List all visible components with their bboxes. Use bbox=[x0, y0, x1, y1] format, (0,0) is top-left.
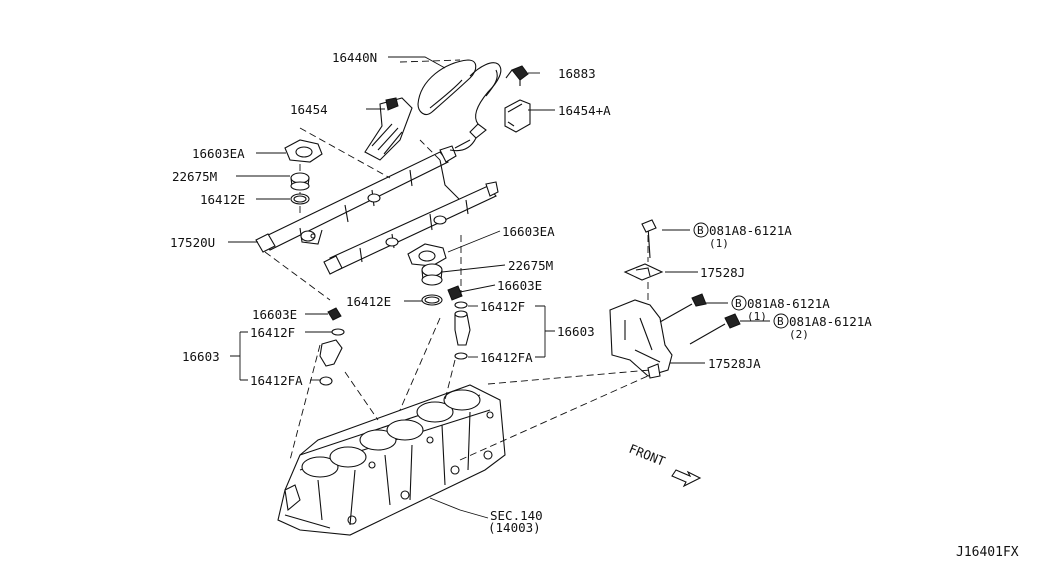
label-sec-ref: SEC.140 bbox=[490, 508, 543, 523]
label-16454: 16454 bbox=[290, 102, 328, 117]
bracket-17528ja bbox=[609, 299, 673, 379]
bolt-code-2: 081A8-6121A bbox=[747, 296, 830, 311]
seal-top bbox=[290, 193, 310, 205]
bracket-17528j bbox=[623, 219, 664, 281]
label-16454a: 16454+A bbox=[558, 103, 611, 118]
spacer-mid bbox=[421, 263, 443, 286]
bolt-marker-1: B bbox=[697, 224, 704, 237]
front-arrow bbox=[671, 469, 702, 488]
insulator-top bbox=[284, 139, 323, 163]
label-17528j: 17528J bbox=[700, 265, 745, 280]
hose-clip bbox=[505, 65, 529, 86]
assembly-lines bbox=[264, 59, 651, 461]
label-16883: 16883 bbox=[558, 66, 596, 81]
bolt-callout-2: B 081A8-6121A (1) bbox=[731, 295, 830, 323]
leader-lines bbox=[228, 56, 770, 519]
label-16412f-right: 16412F bbox=[480, 299, 525, 314]
clip-right bbox=[447, 285, 463, 301]
label-16412f-left: 16412F bbox=[250, 325, 295, 340]
bolt-mid bbox=[659, 293, 707, 323]
bolt-callout-3: B 081A8-6121A (2) bbox=[773, 313, 872, 341]
fuel-rail-rear bbox=[323, 181, 499, 275]
diagram-code: J16401FX bbox=[956, 545, 1019, 560]
bolt-marker-3: B bbox=[777, 315, 784, 328]
bolt-code-3: 081A8-6121A bbox=[789, 314, 872, 329]
label-16440n: 16440N bbox=[332, 50, 377, 65]
label-22675m-mid: 22675M bbox=[508, 258, 553, 273]
label-22675m-top: 22675M bbox=[172, 169, 217, 184]
spacer-top bbox=[290, 172, 310, 191]
label-16603ea-mid: 16603EA bbox=[502, 224, 555, 239]
label-16603e-left: 16603E bbox=[252, 307, 297, 322]
bolt-qty-1: (1) bbox=[709, 237, 729, 250]
seal-mid bbox=[421, 294, 443, 306]
label-16603ea-top: 16603EA bbox=[192, 146, 245, 161]
injector-right bbox=[454, 301, 471, 360]
hose-protector bbox=[504, 99, 531, 133]
intake-manifold bbox=[277, 384, 506, 536]
label-16603e-right: 16603E bbox=[497, 278, 542, 293]
fuel-damper bbox=[364, 97, 413, 161]
bolt-qty-3: (2) bbox=[789, 328, 809, 341]
label-front: FRONT bbox=[627, 441, 668, 469]
bolt-marker-2: B bbox=[735, 297, 742, 310]
label-16412e-mid: 16412E bbox=[346, 294, 391, 309]
bolt-qty-2: (1) bbox=[747, 310, 767, 323]
label-16603-left: 16603 bbox=[182, 349, 220, 364]
insulator-mid bbox=[407, 243, 447, 267]
label-16603-right: 16603 bbox=[557, 324, 595, 339]
injector-left bbox=[319, 307, 345, 386]
bolt-lower bbox=[689, 313, 741, 345]
label-sec-num: (14003) bbox=[488, 520, 541, 535]
label-16412fa-right: 16412FA bbox=[480, 350, 533, 365]
bolt-callout-1: B 081A8-6121A (1) bbox=[693, 222, 792, 250]
bolt-code-1: 081A8-6121A bbox=[709, 223, 792, 238]
label-16412e-top: 16412E bbox=[200, 192, 245, 207]
label-16412fa-left: 16412FA bbox=[250, 373, 303, 388]
label-17520u: 17520U bbox=[170, 235, 215, 250]
fuel-hose bbox=[417, 59, 502, 152]
label-17528ja: 17528JA bbox=[708, 356, 761, 371]
